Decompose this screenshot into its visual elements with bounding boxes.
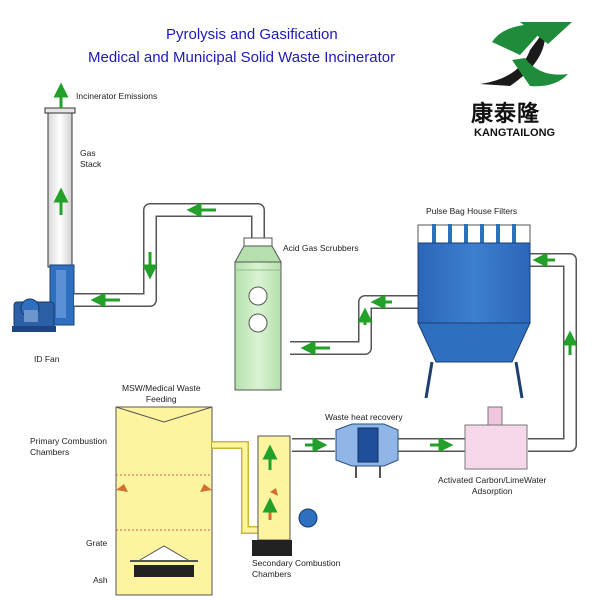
acid-gas-scrubber <box>234 237 282 391</box>
label-secondary-combustion: Secondary Combustion Chambers <box>252 558 341 579</box>
secondary-combustion-chamber <box>252 435 318 556</box>
label-grate: Grate <box>86 538 108 548</box>
id-fan <box>12 298 56 332</box>
flow-arrows <box>53 82 578 520</box>
title-line-1: Pyrolysis and Gasification <box>166 26 338 43</box>
label-primary-combustion: Primary Combustion Chambers <box>30 436 107 457</box>
label-activated-carbon: Activated Carbon/LimeWater Adsorption <box>438 475 547 496</box>
title-line-2: Medical and Municipal Solid Waste Incine… <box>88 49 396 66</box>
logo-chinese-text: 康泰隆 <box>471 102 541 127</box>
label-id-fan: ID Fan <box>34 354 60 364</box>
label-acid-gas-scrubbers: Acid Gas Scrubbers <box>283 243 359 253</box>
kt-leaf-logo-icon <box>480 22 572 87</box>
pulse-bag-house-filter <box>417 224 531 399</box>
label-msw-feeding: MSW/Medical Waste Feeding <box>122 383 201 404</box>
gas-stack <box>44 107 76 326</box>
primary-combustion-chamber <box>115 406 213 596</box>
label-ash: Ash <box>93 575 108 585</box>
transfer-duct <box>212 441 258 534</box>
waste-heat-recovery <box>335 423 399 478</box>
logo-english-text: KANGTAILONG <box>474 127 556 139</box>
activated-carbon-box <box>464 406 528 470</box>
label-gas-stack: Gas Stack <box>80 148 102 169</box>
label-pulse-bag-house-filters: Pulse Bag House Filters <box>426 206 518 216</box>
label-waste-heat-recovery: Waste heat recovery <box>325 412 403 422</box>
label-incinerator-emissions: Incinerator Emissions <box>76 91 158 101</box>
